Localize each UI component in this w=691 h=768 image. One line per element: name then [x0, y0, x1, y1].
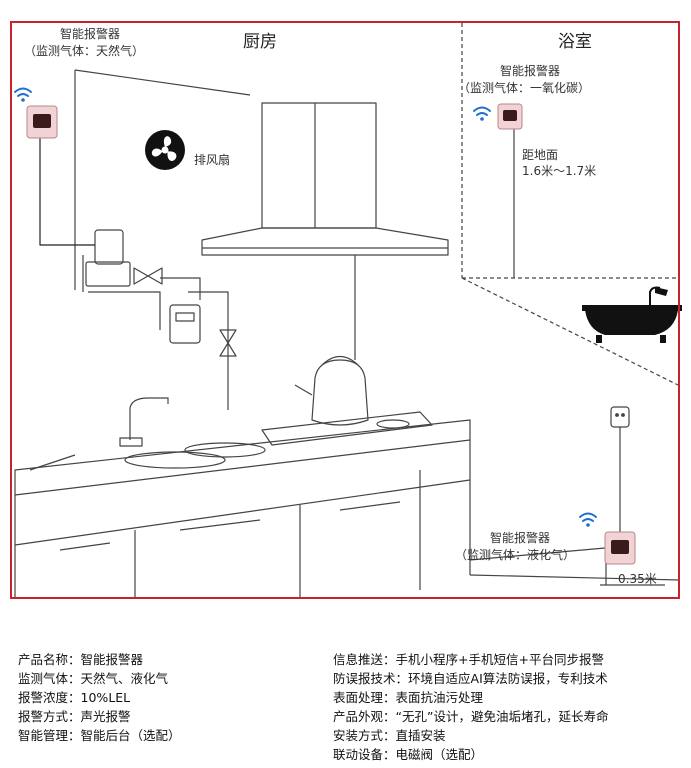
spec-row: 信息推送：手机小程序+手机短信+平台同步报警: [333, 652, 604, 667]
spec-row: 安装方式：直插安装: [333, 728, 446, 743]
bath-height-line1: 距地面: [522, 148, 559, 162]
bathtub-icon: [582, 286, 682, 343]
wifi-icon: [473, 106, 491, 121]
spec-row: 防误报技术：环境自适应AI算法防误报，专利技术: [333, 671, 608, 686]
alarm-device-lpg: [604, 531, 636, 565]
spec-row: 联动设备：电磁阀（选配）: [333, 747, 484, 762]
spec-row: 产品外观：“无孔”设计，避免油垢堵孔，延长寿命: [333, 709, 609, 724]
specs-right: 信息推送：手机小程序+手机短信+平台同步报警 防误报技术：环境自适应AI算法防误…: [333, 650, 608, 764]
spec-row: 监测气体：天然气、液化气: [18, 671, 169, 686]
alarm-kitchen-gas: （监测气体：天然气）: [24, 44, 145, 58]
spec-row: 报警浓度：10%LEL: [18, 690, 131, 705]
wifi-icon: [579, 512, 597, 527]
fan-icon: [145, 130, 185, 170]
specs-left: 产品名称：智能报警器 监测气体：天然气、液化气 报警浓度：10%LEL 报警方式…: [18, 650, 181, 745]
alarm-bathroom-title: 智能报警器: [500, 64, 561, 78]
spec-row: 智能管理：智能后台（选配）: [18, 728, 181, 743]
alarm-kitchen-title: 智能报警器: [60, 27, 121, 41]
alarm-lpg-gas: （监测气体：液化气）: [455, 548, 576, 562]
kitchen-title: 厨房: [243, 32, 277, 52]
spec-row: 产品名称：智能报警器: [18, 652, 144, 667]
floor-height-label: 0.35米: [618, 572, 657, 586]
alarm-device-kitchen: [26, 105, 58, 139]
spec-row: 表面处理：表面抗油污处理: [333, 690, 484, 705]
bath-height-line2: 1.6米～1.7米: [522, 164, 597, 178]
alarm-device-bathroom: [497, 103, 523, 130]
fan-label: 排风扇: [194, 153, 231, 167]
alarm-bathroom-gas: （监测气体：一氧化碳）: [458, 81, 591, 95]
alarm-lpg-title: 智能报警器: [490, 531, 551, 545]
wifi-icon: [14, 87, 32, 102]
spec-row: 报警方式：声光报警: [18, 709, 131, 724]
bathroom-title: 浴室: [558, 32, 592, 52]
scene-frame: [10, 21, 680, 599]
